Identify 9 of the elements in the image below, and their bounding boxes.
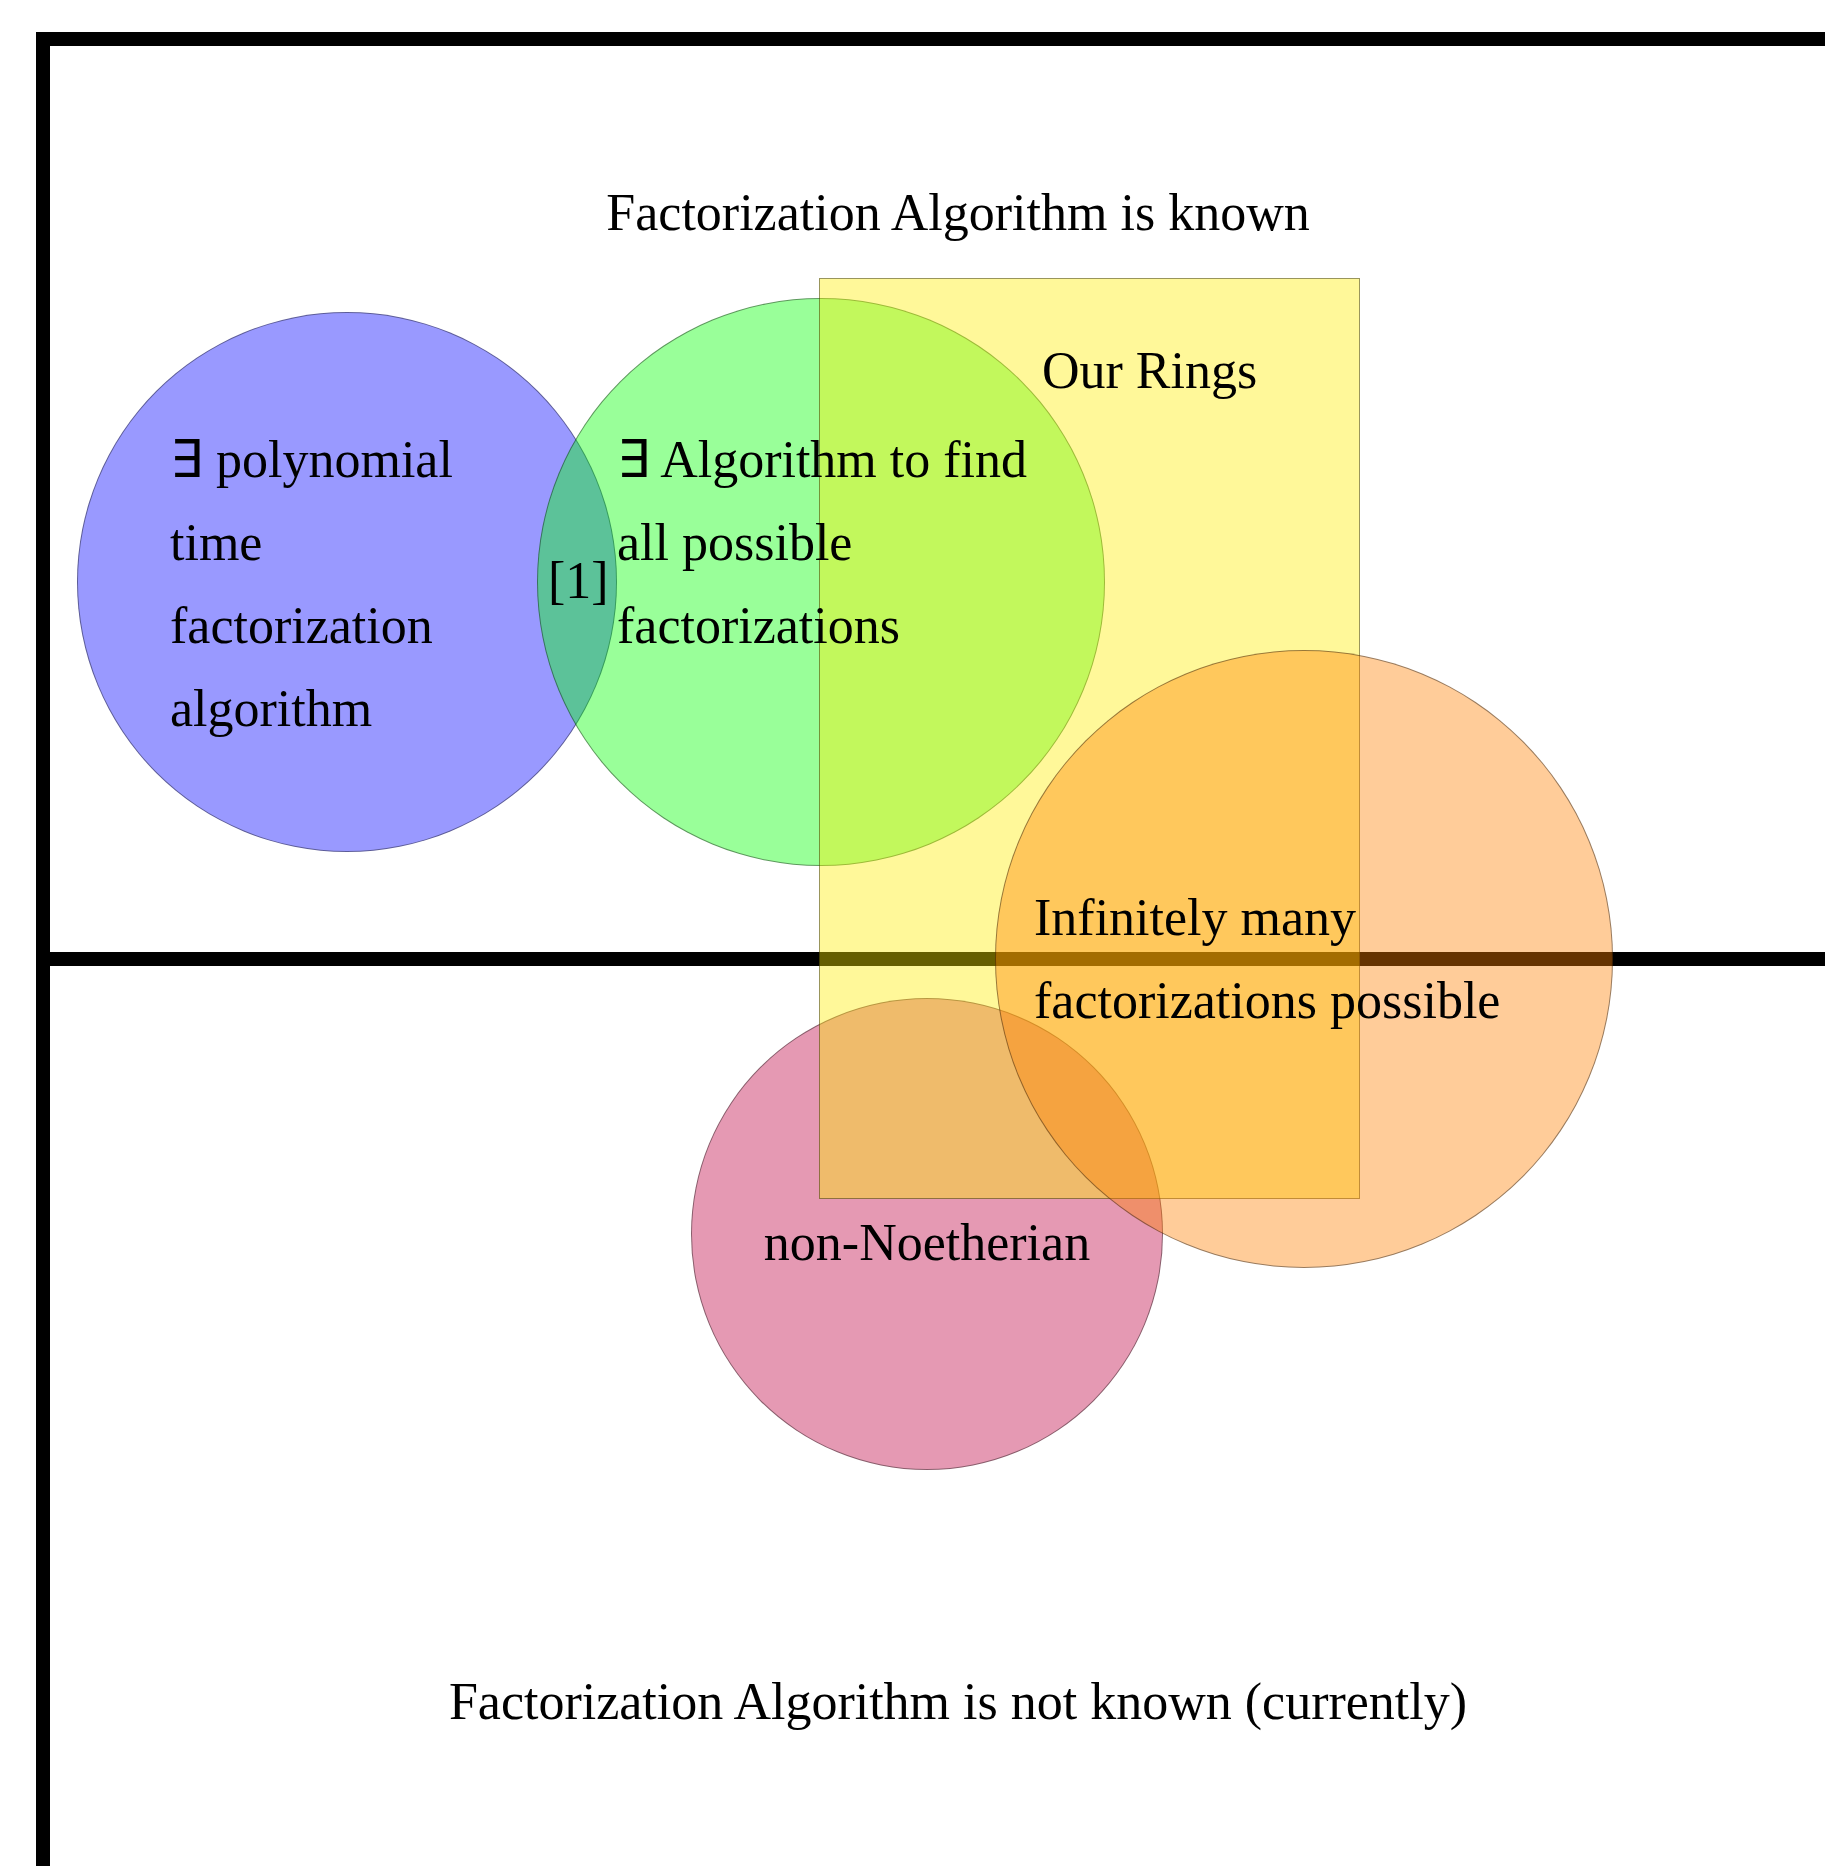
reference-label: [1] (548, 551, 609, 611)
set-label: Our Rings (1042, 341, 1259, 401)
set-label: ∃ Algorithm to find all possible factorizations (617, 430, 1028, 656)
set-label: Infinitely many factorizations possible (1034, 888, 1502, 1031)
region-title: Factorization Algorithm is known (605, 183, 1311, 243)
region-panel (36, 32, 1825, 966)
set-label: non-Noetherian (762, 1213, 1092, 1273)
region-title: Factorization Algorithm is not known (currently) (447, 1672, 1469, 1732)
set-label: ∃ polynomial time factorization algorithm (170, 430, 454, 739)
